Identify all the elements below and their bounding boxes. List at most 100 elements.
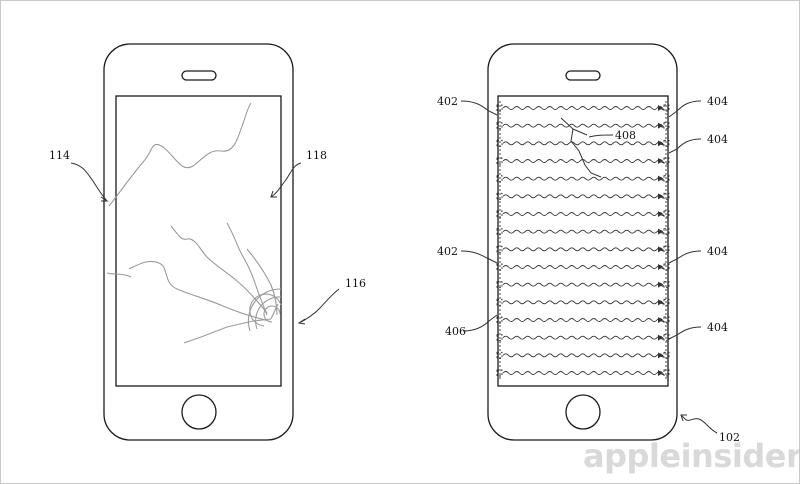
left-transducer — [496, 263, 503, 271]
label-402-mid: 402 — [437, 245, 458, 258]
wave-row — [502, 106, 664, 110]
left-transducer — [496, 192, 503, 200]
wave-arrowhead — [658, 334, 663, 341]
wave-row — [502, 123, 664, 128]
ref-arrow-406 — [462, 314, 498, 332]
wave-arrowhead — [658, 140, 663, 147]
ref-arrow-404-c — [668, 250, 702, 264]
ref-arrow-114 — [70, 162, 109, 202]
wave-row — [502, 371, 664, 375]
right-receiver — [663, 157, 670, 165]
left-transducer — [496, 316, 503, 324]
right-receiver — [663, 228, 670, 236]
ref-arrow-404-d — [668, 326, 702, 340]
wave-arrowhead — [658, 105, 663, 111]
right-speaker-slot — [565, 70, 601, 81]
wave-arrowhead — [658, 246, 663, 253]
left-transducer — [496, 245, 503, 253]
label-402-top: 402 — [437, 95, 458, 108]
right-receiver — [663, 104, 670, 112]
wave-row — [502, 176, 664, 181]
wave-row — [502, 194, 664, 199]
crack-lines — [106, 102, 279, 344]
wave-row — [502, 229, 664, 234]
label-116: 116 — [345, 277, 366, 290]
left-transducer — [496, 122, 503, 130]
wave-row — [502, 318, 664, 322]
wave-arrowhead — [658, 122, 663, 129]
wave-rows — [502, 105, 664, 376]
wave-row — [502, 247, 664, 252]
wave-arrowhead — [658, 281, 663, 288]
watermark-appleinsider: appleinsider — [583, 437, 800, 475]
wave-row — [502, 141, 664, 146]
left-transducer — [496, 298, 503, 306]
wave-arrowhead — [658, 370, 663, 376]
wave-row — [502, 265, 664, 269]
right-receiver-strip — [663, 101, 670, 381]
ref-arrow-402-mid — [460, 250, 498, 264]
ref-arrow-116 — [297, 288, 340, 325]
right-receiver — [663, 175, 670, 183]
label-404-b: 404 — [707, 133, 728, 146]
left-transducer — [496, 175, 503, 183]
wave-arrowhead — [658, 175, 663, 182]
right-receiver — [663, 210, 670, 218]
right-receiver — [663, 334, 670, 342]
wave-row — [502, 335, 664, 340]
ref-arrow-118 — [270, 162, 302, 198]
label-404-a: 404 — [707, 95, 728, 108]
left-transducer — [496, 157, 503, 165]
left-transducer — [496, 210, 503, 218]
right-receiver — [663, 369, 670, 377]
left-transducer — [496, 281, 503, 289]
left-transducer — [496, 104, 503, 112]
ref-arrow-402-top — [460, 100, 498, 116]
label-408: 408 — [615, 129, 636, 142]
left-transducer — [496, 228, 503, 236]
wave-row — [502, 159, 664, 163]
right-phone-body — [487, 43, 678, 441]
left-transducer — [496, 351, 503, 359]
label-118: 118 — [306, 149, 327, 162]
left-transducer — [496, 334, 503, 342]
left-transducer — [496, 139, 503, 147]
right-receiver — [663, 281, 670, 289]
impact-rings — [247, 288, 282, 332]
right-receiver — [663, 245, 670, 253]
wave-arrowhead — [658, 352, 663, 359]
label-114: 114 — [49, 149, 70, 162]
left-speaker-slot — [181, 70, 217, 81]
ref-arrow-404-a — [668, 100, 702, 118]
wave-arrowhead — [658, 228, 663, 235]
wave-arrowhead — [658, 193, 663, 200]
wave-arrowhead — [658, 211, 663, 217]
ref-arrow-404-b — [668, 138, 702, 154]
left-phone: 114 118 116 — [49, 43, 366, 441]
wave-row — [502, 212, 664, 216]
label-102: 102 — [719, 431, 740, 444]
wave-row — [502, 353, 664, 358]
left-screen — [115, 95, 282, 387]
left-transducer-strip — [496, 101, 503, 381]
left-phone-body — [103, 43, 294, 441]
ref-arrow-408 — [588, 134, 614, 138]
right-receiver — [663, 351, 670, 359]
wave-row — [502, 300, 664, 305]
right-receiver — [663, 192, 670, 200]
wave-row — [502, 282, 664, 287]
right-receiver — [663, 139, 670, 147]
label-404-d: 404 — [707, 321, 728, 334]
label-406: 406 — [445, 325, 466, 338]
wave-arrowhead — [658, 317, 663, 323]
wave-arrowhead — [658, 299, 663, 306]
wave-arrowhead — [658, 264, 663, 270]
right-screen — [497, 95, 669, 387]
right-receiver — [663, 263, 670, 271]
right-phone: 402 404 408 404 402 404 406 404 — [437, 43, 740, 444]
ref-arrow-102 — [680, 414, 718, 434]
label-404-c: 404 — [707, 245, 728, 258]
wave-arrowhead — [658, 158, 663, 164]
right-receiver — [663, 298, 670, 306]
